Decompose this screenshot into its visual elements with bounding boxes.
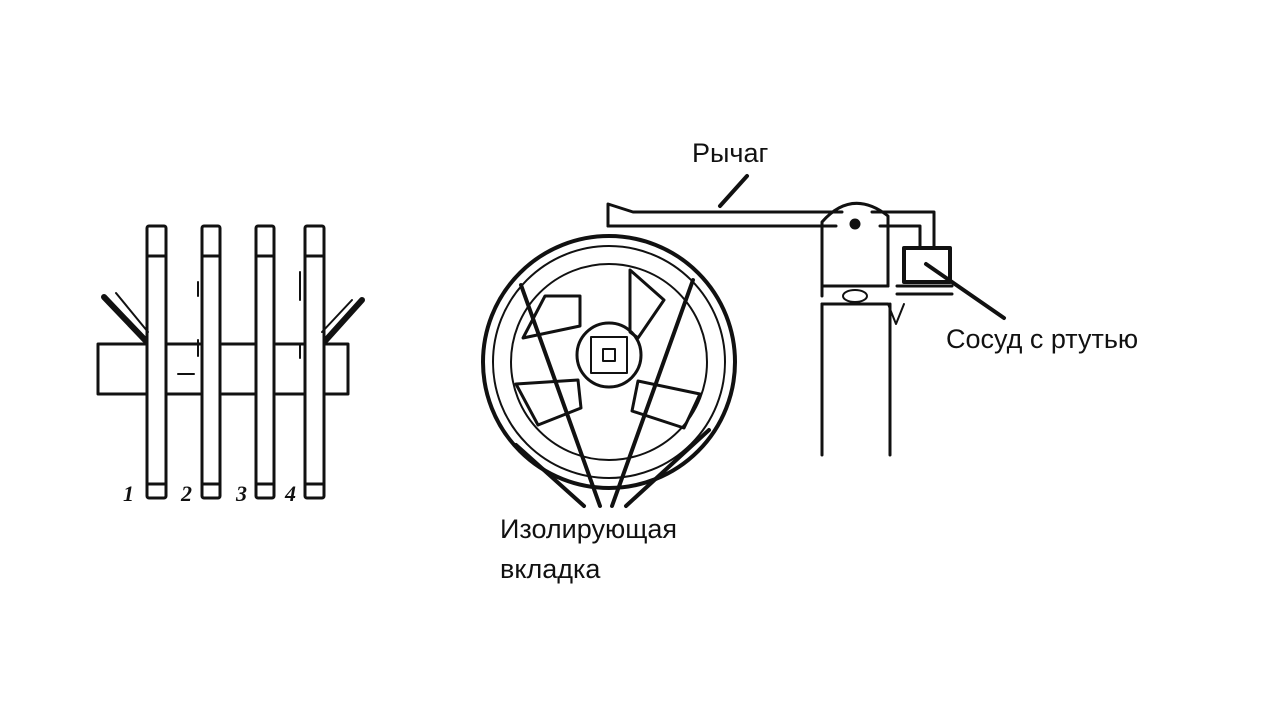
disc-number-2: 2 <box>181 481 192 506</box>
lever-label-pointer <box>718 174 749 208</box>
mercury-vessel <box>895 246 954 296</box>
insulating-insert-label-line1: Изолирующая <box>500 514 678 544</box>
insulating-insert-pointers <box>514 278 711 508</box>
left-brush <box>101 292 149 343</box>
disc-number-4: 4 <box>285 481 296 506</box>
disc-2 <box>177 224 222 500</box>
mercury-vessel-label: Сосуд с ртутью <box>946 324 1139 354</box>
disc-3 <box>254 224 276 500</box>
pivot-stand <box>820 202 905 457</box>
disc-number-1: 1 <box>123 481 134 506</box>
disc-1 <box>145 224 168 500</box>
shaft <box>96 342 350 396</box>
right-brush <box>321 297 365 343</box>
insulating-insert-label-line2: вкладка <box>500 554 601 584</box>
lever-assembly <box>606 174 1006 457</box>
disc-4 <box>299 224 326 500</box>
lever-label: Рычаг <box>692 138 769 168</box>
commutator-wheel <box>481 234 737 508</box>
commutator-side-view <box>96 224 365 500</box>
vessel-label-pointer <box>924 262 1006 320</box>
lever <box>606 202 936 248</box>
wheel-hub <box>575 321 643 389</box>
disc-number-3: 3 <box>236 481 247 506</box>
